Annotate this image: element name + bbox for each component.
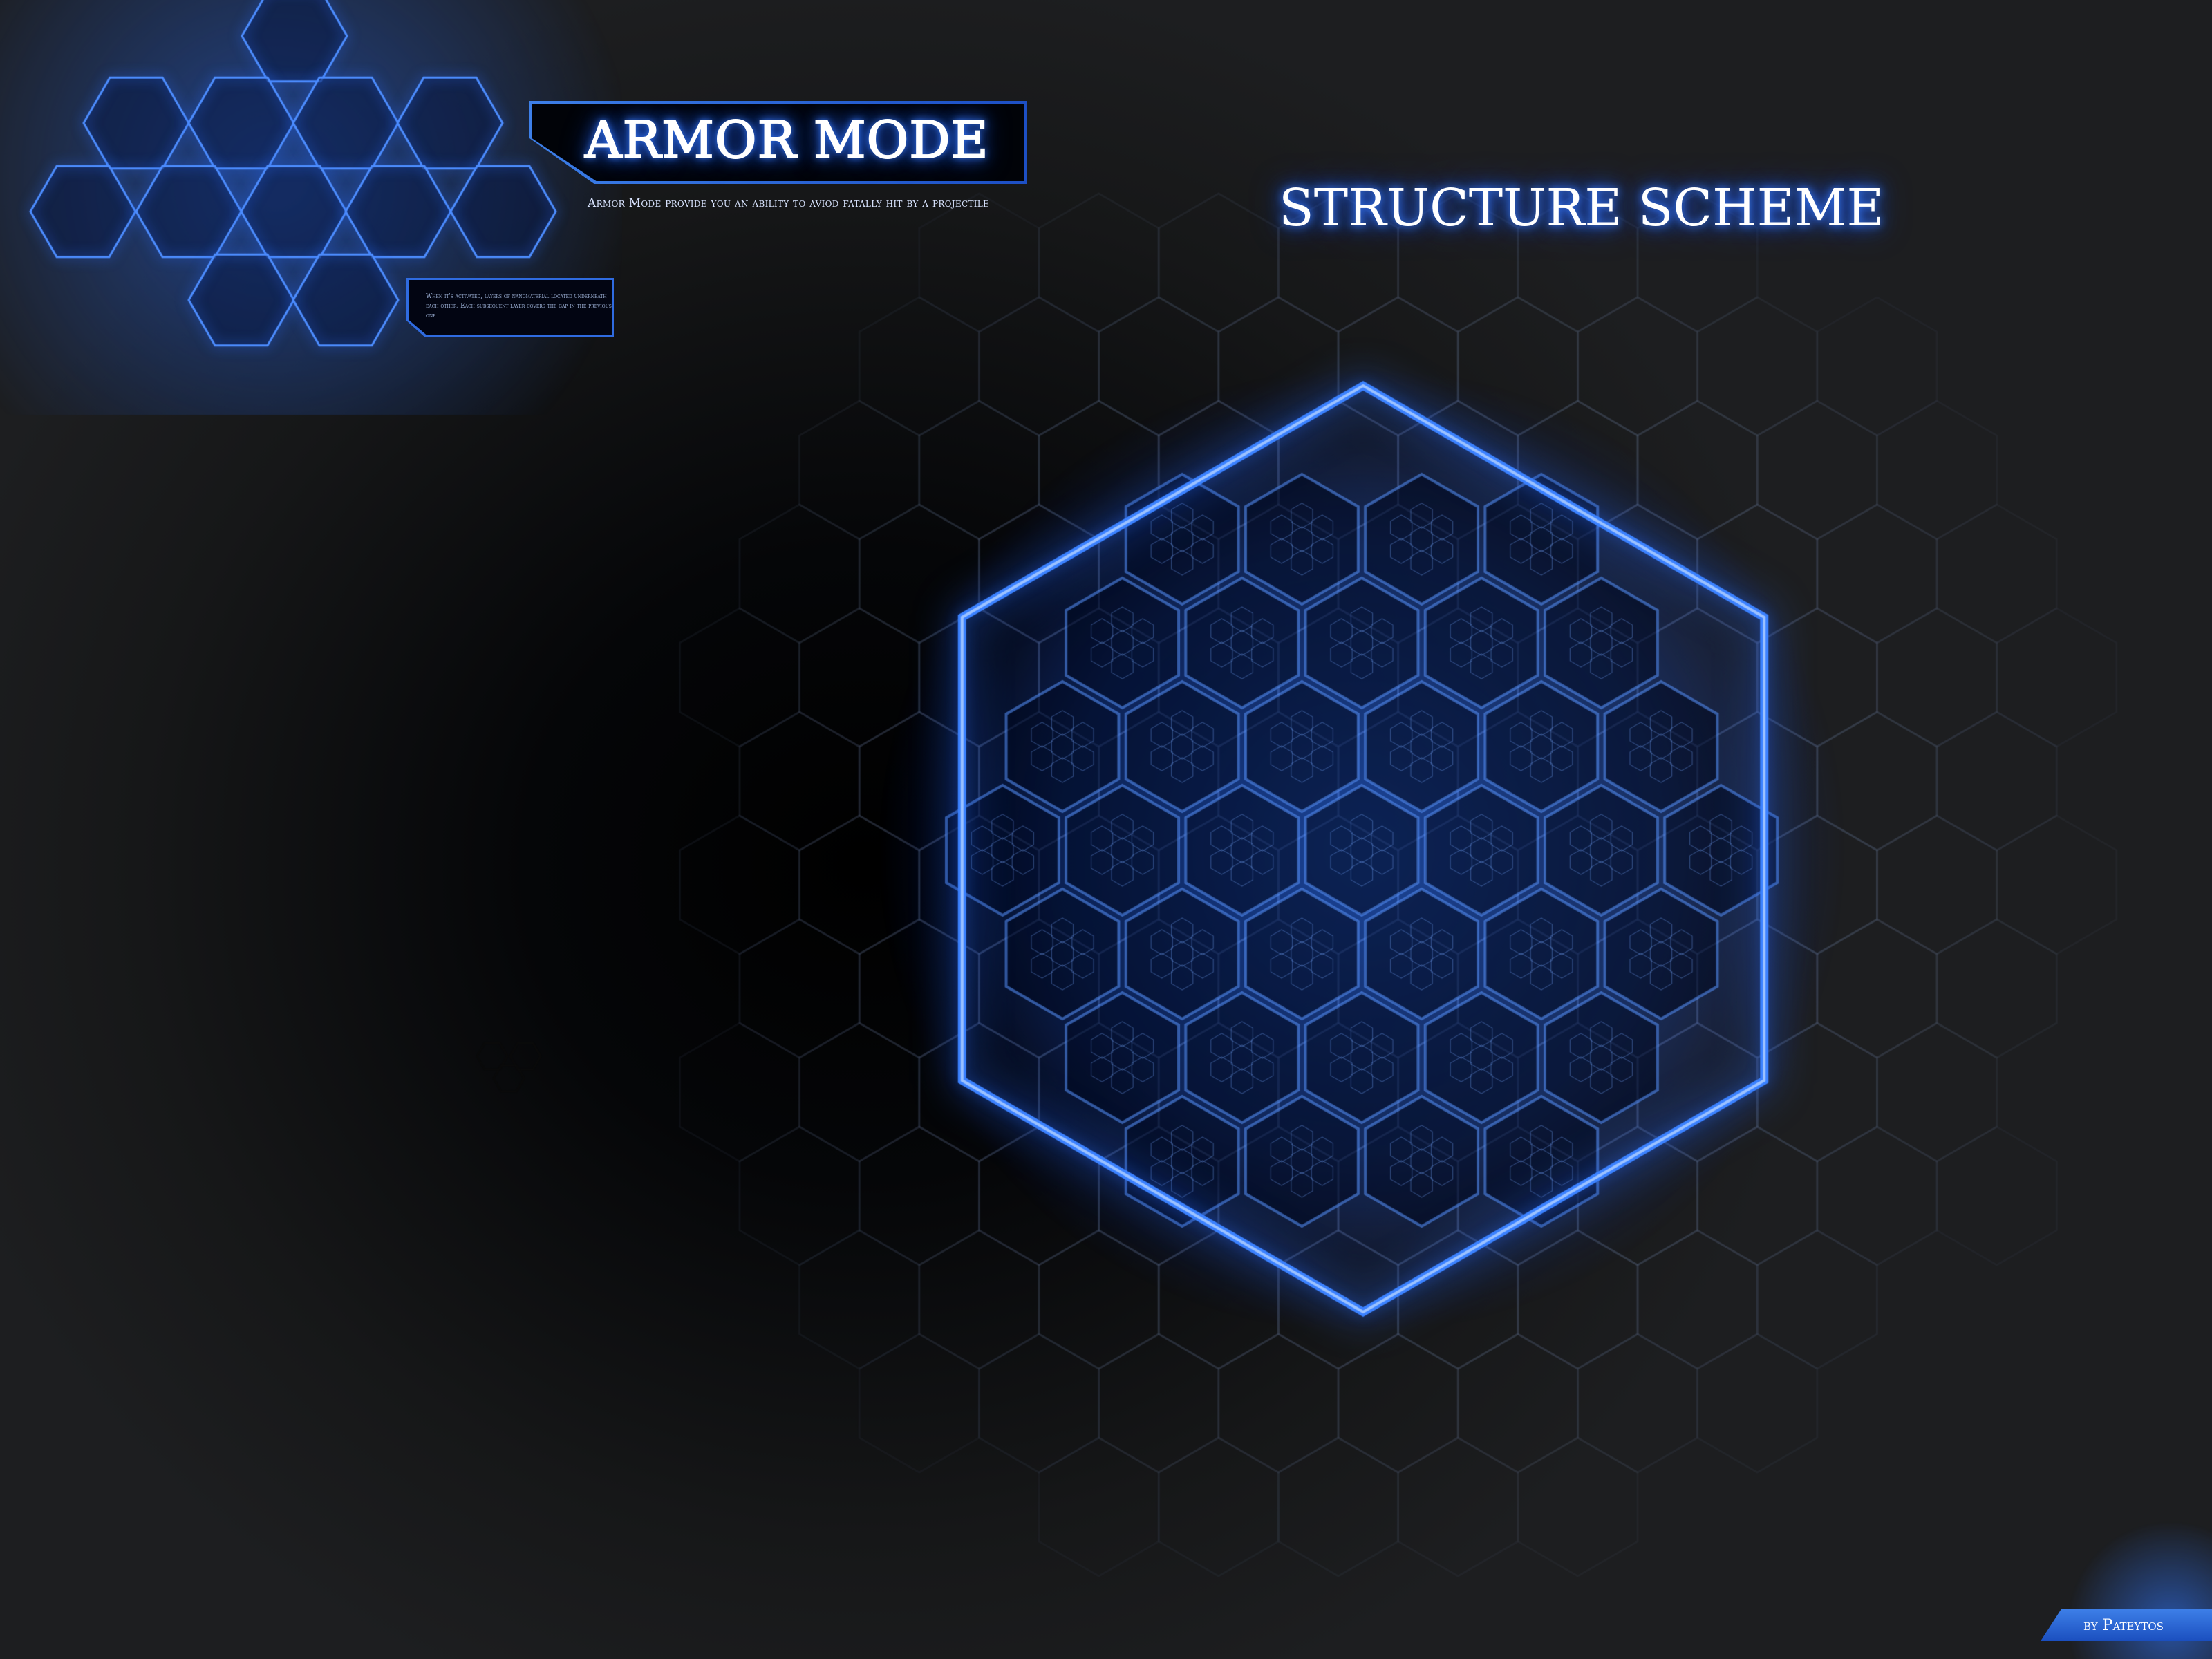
title-panel-inner: [532, 104, 1024, 181]
info-box-inner: [409, 280, 612, 335]
credit-badge: by Pateytos: [2041, 1609, 2212, 1641]
subtitle: Armor Mode provide you an ability to avi…: [588, 196, 990, 210]
title-panel: ARMOR MODE: [529, 101, 1027, 184]
info-text: When it's activated, layers of nanomater…: [426, 293, 612, 319]
scheme-title: STRUCTURE SCHEME: [1279, 178, 1884, 238]
credit-text: by Pateytos: [2083, 1617, 2164, 1634]
info-box: When it's activated, layers of nanomater…: [406, 278, 614, 337]
page-title: ARMOR MODE: [584, 110, 989, 171]
